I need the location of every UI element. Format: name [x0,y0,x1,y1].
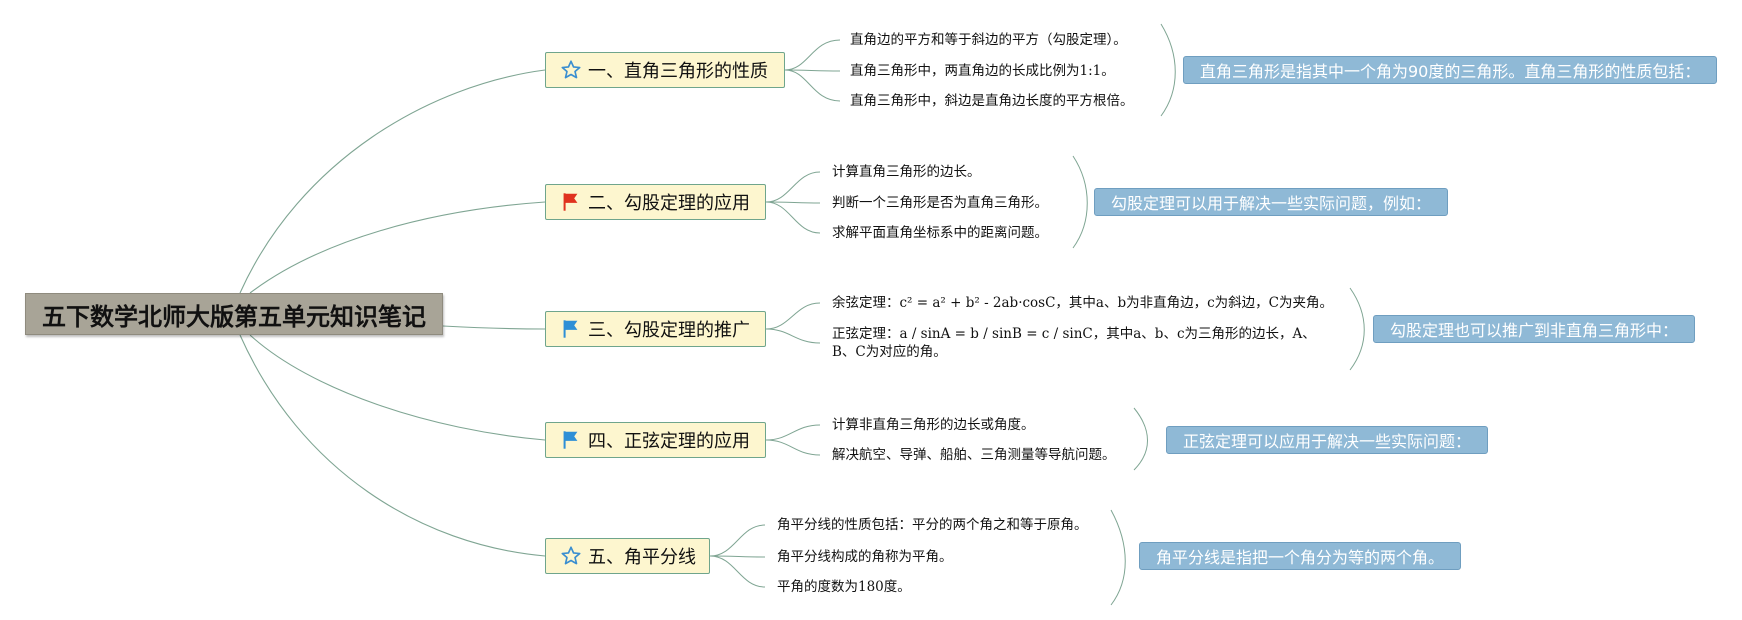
connector-root-topic-2 [249,201,546,294]
connector-topic-4-leaf-2 [765,439,821,456]
topic-1-point-2[interactable]: 直角三角形中，两直角边的长成比例为1:1。 [850,63,1115,79]
topic-5-point-2[interactable]: 角平分线构成的角称为平角。 [777,549,953,565]
topic-2-point-3[interactable]: 求解平面直角坐标系中的距离问题。 [832,225,1048,241]
topic-5-label: 五、角平分线 [588,547,696,568]
connector-root-topic-5 [239,334,546,557]
connector-topic-2-leaf-1 [765,171,821,203]
topic-2-point-1[interactable]: 计算直角三角形的边长。 [832,164,981,180]
summary-brace-4 [1133,407,1148,471]
connector-topic-3-leaf-1 [765,302,821,330]
topic-4[interactable]: 四、正弦定理的应用 [545,422,766,458]
connector-topic-4-leaf-1 [765,424,821,441]
topic-3-point-2[interactable]: 正弦定理：a / sinA = b / sinB = c / sinC，其中a、… [832,326,1316,360]
blue-flag-icon [560,429,582,451]
topic-4-summary[interactable]: 正弦定理可以应用于解决一些实际问题： [1166,426,1489,454]
topic-4-point-1[interactable]: 计算非直角三角形的边长或角度。 [832,417,1035,433]
topic-1-summary[interactable]: 直角三角形是指其中一个角为90度的三角形。直角三角形的性质包括： [1183,56,1718,84]
topic-5[interactable]: 五、角平分线 [545,538,710,574]
topic-1-point-3[interactable]: 直角三角形中，斜边是直角边长度的平方根倍。 [850,93,1134,109]
blue-flag-icon [560,318,582,340]
connector-topic-1-leaf-1 [784,39,841,71]
connector-root-topic-3 [442,325,546,330]
topic-3-label: 三、勾股定理的推广 [588,320,750,341]
topic-2-label: 二、勾股定理的应用 [588,193,750,214]
topic-3-summary[interactable]: 勾股定理也可以推广到非直角三角形中： [1373,315,1696,343]
connector-topic-3-leaf-2 [765,328,821,344]
star-icon [560,59,582,81]
topic-3-point-1[interactable]: 余弦定理：c² = a² + b² - 2ab·cosC，其中a、b为非直角边，… [832,295,1334,311]
connector-root-topic-1 [239,69,546,294]
summary-brace-5 [1110,509,1126,606]
connector-topic-1-leaf-3 [784,69,841,102]
connector-topic-5-leaf-2 [709,555,766,558]
topic-1-label: 一、直角三角形的性质 [588,61,768,82]
connector-root-topic-4 [249,334,546,441]
connector-topic-2-leaf-3 [765,201,821,234]
topic-2-summary[interactable]: 勾股定理可以用于解决一些实际问题，例如： [1094,188,1449,216]
connector-topic-1-leaf-2 [784,69,841,72]
topic-4-label: 四、正弦定理的应用 [588,431,750,452]
connector-topic-5-leaf-1 [709,524,766,557]
root-topic[interactable]: 五下数学北师大版第五单元知识笔记 [25,293,443,335]
summary-brace-2 [1072,155,1088,249]
connector-topic-2-leaf-2 [765,201,821,204]
topic-5-summary[interactable]: 角平分线是指把一个角分为等的两个角。 [1139,542,1462,570]
topic-5-point-1[interactable]: 角平分线的性质包括：平分的两个角之和等于原角。 [777,517,1088,533]
topic-4-point-2[interactable]: 解决航空、导弹、船舶、三角测量等导航问题。 [832,447,1116,463]
topic-2-point-2[interactable]: 判断一个三角形是否为直角三角形。 [832,195,1048,211]
red-flag-icon [560,191,582,213]
star-icon [560,545,582,567]
topic-2[interactable]: 二、勾股定理的应用 [545,184,766,220]
topic-1-point-1[interactable]: 直角边的平方和等于斜边的平方（勾股定理）。 [850,32,1127,48]
connector-topic-5-leaf-3 [709,555,766,588]
topic-5-point-3[interactable]: 平角的度数为180度。 [777,579,911,595]
topic-3[interactable]: 三、勾股定理的推广 [545,311,766,347]
topic-1[interactable]: 一、直角三角形的性质 [545,52,785,88]
summary-brace-3 [1349,287,1365,371]
summary-brace-1 [1160,23,1176,117]
